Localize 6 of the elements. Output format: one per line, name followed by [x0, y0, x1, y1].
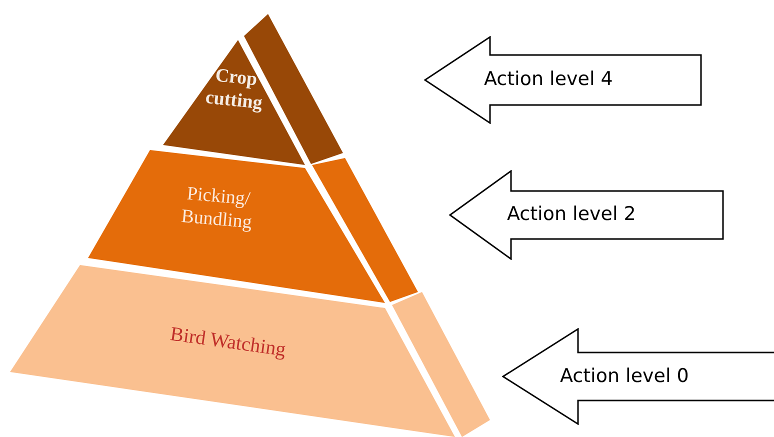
arrow-label: Action level 0	[560, 364, 689, 386]
level-label: Picking/ Bundling	[179, 182, 254, 235]
level-label: Bird Watching	[168, 322, 288, 363]
arrow-label: Action level 4	[484, 68, 613, 90]
level-label: Crop cutting	[203, 64, 264, 116]
arrow-label: Action level 2	[507, 203, 636, 225]
